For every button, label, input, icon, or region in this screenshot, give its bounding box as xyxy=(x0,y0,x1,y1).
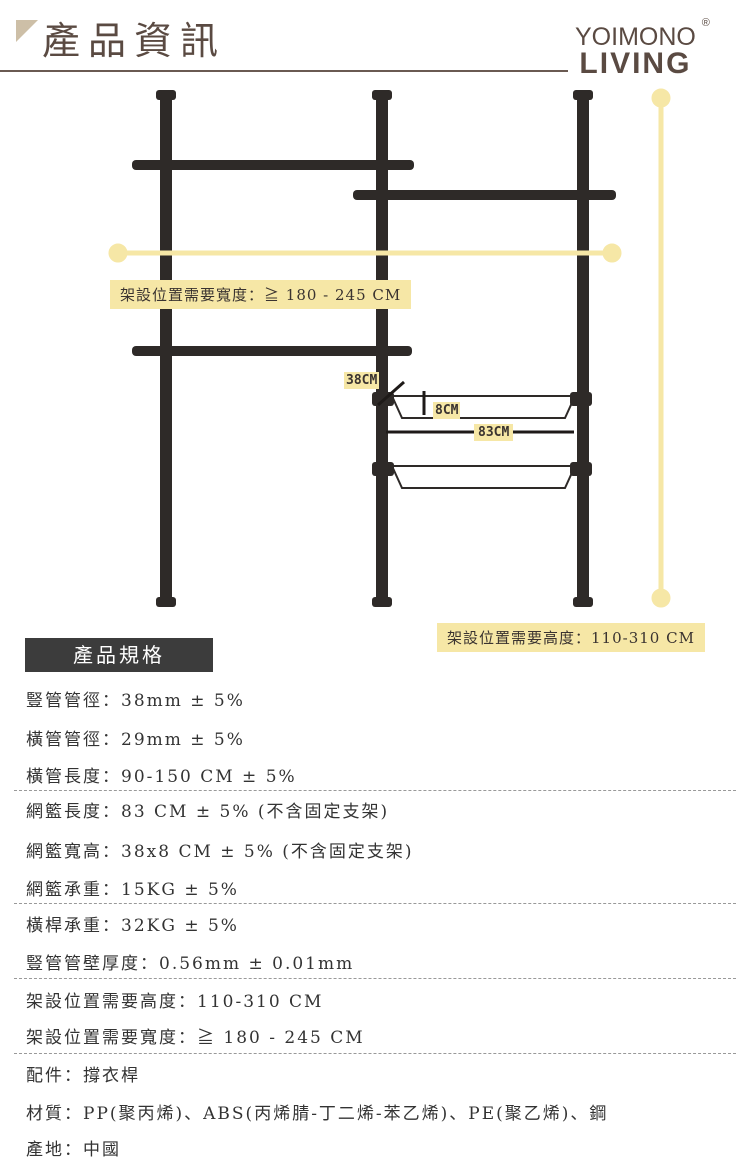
spec-row: 架設位置需要高度：110-310 CM xyxy=(26,992,324,1012)
divider xyxy=(14,978,736,979)
brand-logo: YOIMONO LIVING ® xyxy=(575,17,710,80)
spec-row: 產地：中國 xyxy=(26,1140,121,1160)
spec-row: 豎管管壁厚度：0.56mm ± 0.01mm xyxy=(26,954,355,974)
pole-right xyxy=(577,92,589,607)
divider xyxy=(14,1053,736,1054)
width-requirement-tag: 架設位置需要寬度：≧ 180 - 245 CM xyxy=(110,280,412,309)
basket-depth-label: 38CM xyxy=(344,372,380,389)
spec-row: 網籃寬高：38x8 CM ± 5% (不含固定支架) xyxy=(26,842,414,862)
spec-row: 橫管長度：90-150 CM ± 5% xyxy=(26,767,297,787)
spec-row: 橫桿承重：32KG ± 5% xyxy=(26,916,239,936)
corner-triangle-icon xyxy=(16,20,38,42)
rail-middle-left xyxy=(132,346,412,356)
rack-diagram xyxy=(108,88,671,608)
spec-row: 架設位置需要寬度：≧ 180 - 245 CM xyxy=(26,1028,365,1048)
logo-line1: YOIMONO xyxy=(575,23,696,51)
wire-baskets xyxy=(390,395,577,489)
basket-height-label: 8CM xyxy=(433,402,461,419)
height-requirement-tag: 架設位置需要高度：110-310 CM xyxy=(437,623,705,652)
rail-top-left xyxy=(132,160,414,170)
spec-row: 網籃長度：83 CM ± 5% (不含固定支架) xyxy=(26,802,390,822)
title-divider xyxy=(0,70,568,72)
basket-width-label: 83CM xyxy=(474,424,514,441)
spec-row: 豎管管徑：38mm ± 5% xyxy=(26,691,245,711)
spec-row: 網籃承重：15KG ± 5% xyxy=(26,880,239,900)
spec-row: 橫管管徑：29mm ± 5% xyxy=(26,730,245,750)
rail-top-right xyxy=(353,190,616,200)
spec-row: 配件：撐衣桿 xyxy=(26,1066,140,1086)
spec-row: 材質：PP(聚丙烯)、ABS(丙烯腈-丁二烯-苯乙烯)、PE(聚乙烯)、鋼 xyxy=(26,1104,609,1124)
page-title: 產品資訊 xyxy=(42,19,227,63)
divider xyxy=(14,903,736,904)
basket-depth-arrow xyxy=(377,380,405,407)
logo-line2: LIVING xyxy=(579,46,692,80)
divider xyxy=(14,790,736,791)
specs-heading: 產品規格 xyxy=(25,638,213,672)
registered-mark: ® xyxy=(701,17,710,29)
